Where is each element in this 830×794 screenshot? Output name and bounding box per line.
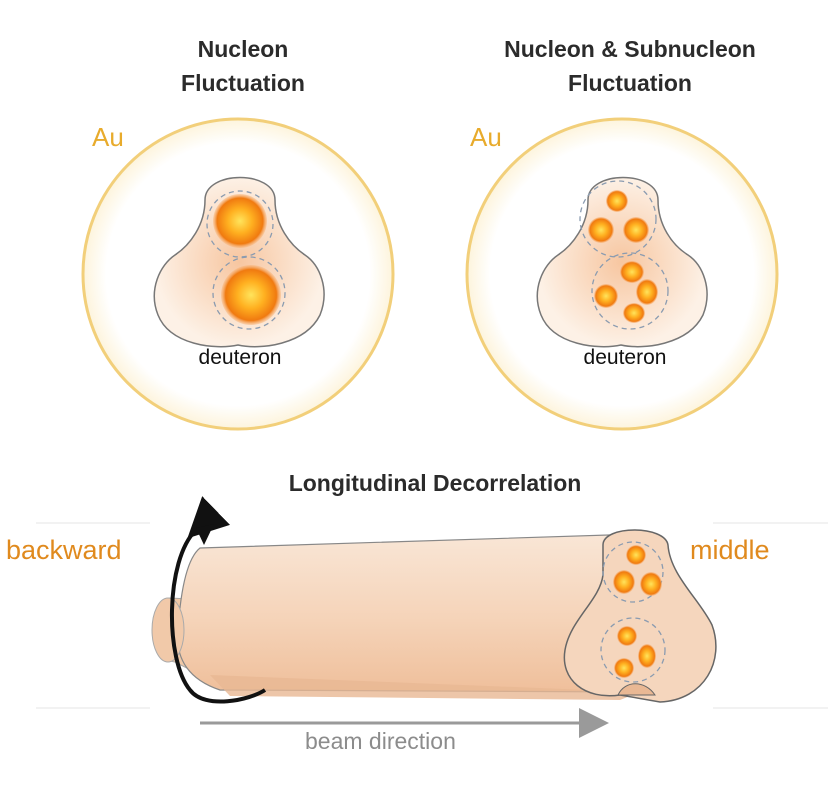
panel-title-left-line1: Nucleon xyxy=(197,36,289,62)
hotspot-nucleon-top xyxy=(213,194,267,248)
bottom-title: Longitudinal Decorrelation xyxy=(288,470,582,496)
hotspot-subnucleon xyxy=(613,570,635,594)
hotspot-nucleon-bottom xyxy=(221,265,281,325)
hotspot-subnucleon xyxy=(623,217,649,243)
panel-title-left-line2: Fluctuation xyxy=(181,70,305,96)
hotspot-subnucleon xyxy=(623,303,645,323)
hotspot-subnucleon xyxy=(606,190,628,212)
panel-title-right-line1: Nucleon & Subnucleon xyxy=(504,36,756,62)
au-label-left: Au xyxy=(92,122,124,152)
nucleon-outline-bottom-right xyxy=(591,252,669,330)
backward-label: backward xyxy=(6,535,122,565)
panel-title-left: Nucleon Fluctuation xyxy=(118,32,368,100)
beam-direction-label: beam direction xyxy=(305,728,456,754)
panel-title-right-line2: Fluctuation xyxy=(568,70,692,96)
nucleon-outline-top-left xyxy=(206,190,274,258)
hotspot-subnucleon xyxy=(588,217,614,243)
hotspot-subnucleon xyxy=(620,261,644,283)
nucleon-outline-bottom-left xyxy=(212,256,286,330)
rotation-arrow xyxy=(170,496,267,704)
middle-label: middle xyxy=(690,535,770,565)
nucleon-outline-top-front xyxy=(602,541,664,603)
hotspot-subnucleon xyxy=(640,572,662,596)
tube-bottom-shadow xyxy=(210,675,640,700)
hotspot-subnucleon xyxy=(636,279,658,305)
tube-left-cap xyxy=(151,597,185,663)
deuteron-shape-left xyxy=(153,176,325,348)
deuteron-shape-right xyxy=(536,176,708,348)
deuteron-label-left: deuteron xyxy=(198,346,282,369)
hotspot-subnucleon xyxy=(617,626,637,646)
nucleon-outline-bottom-front xyxy=(600,617,666,683)
hotspot-subnucleon xyxy=(594,284,618,308)
rotation-arrow-head xyxy=(196,524,214,545)
nucleon-outline-top-right xyxy=(579,180,657,258)
panel-title-right: Nucleon & Subnucleon Fluctuation xyxy=(470,32,790,100)
hotspot-subnucleon xyxy=(626,545,646,565)
hotspot-subnucleon xyxy=(614,658,634,678)
deuteron-label-right: deuteron xyxy=(583,346,667,369)
hotspot-subnucleon xyxy=(638,644,656,668)
tube-bottom-notch xyxy=(617,683,656,696)
au-label-right: Au xyxy=(470,122,502,152)
